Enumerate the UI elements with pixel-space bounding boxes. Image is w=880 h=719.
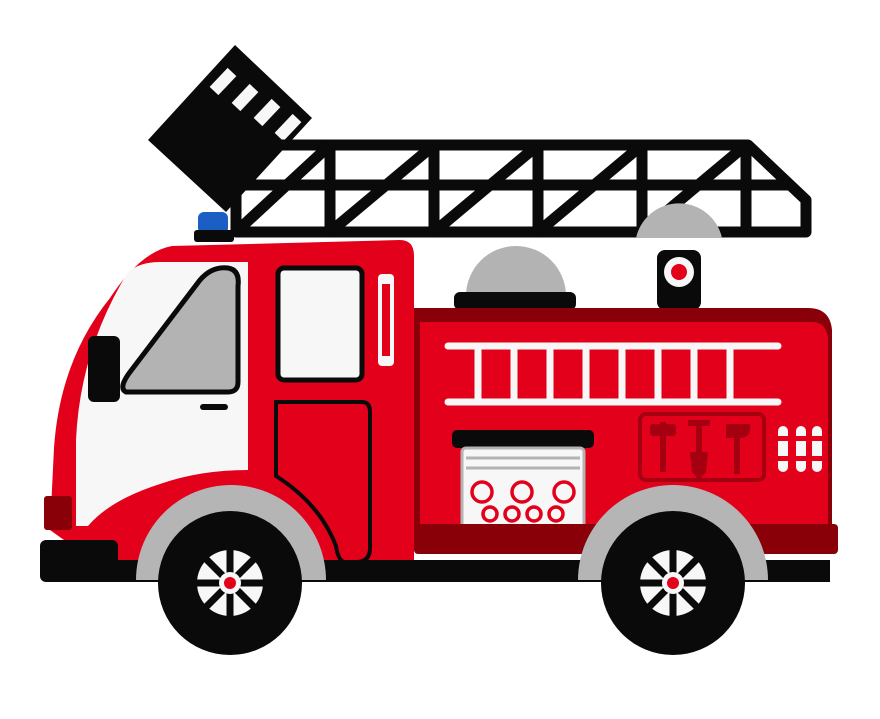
ladder-mount [636,203,722,310]
side-mirror [88,336,120,402]
side-window [275,265,365,383]
shovel-icon [688,420,710,480]
front-wheel [158,511,302,655]
rear-lights [774,426,826,472]
ladder-icon [230,139,812,238]
siren-icon [194,212,234,242]
headlight [44,496,72,530]
windshield [120,265,241,395]
tool-panel [638,412,766,482]
water-dome [454,246,576,310]
rear-wheel [601,511,745,655]
axe-icon [726,424,751,474]
axe-icon [650,422,676,472]
cab [44,240,414,580]
ladder-basket [148,45,312,212]
side-ladder-rack [444,342,782,406]
